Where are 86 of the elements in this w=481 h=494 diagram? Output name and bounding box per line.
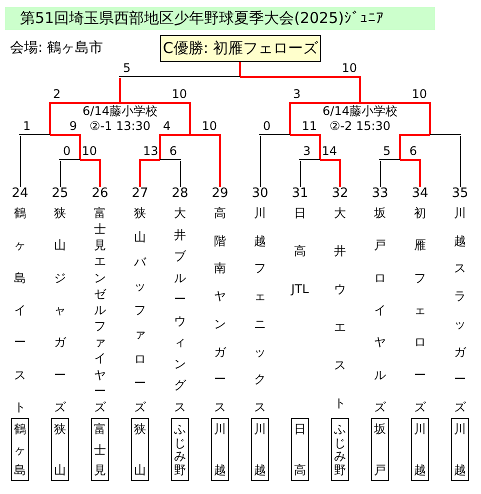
bracket-line xyxy=(380,160,381,188)
bracket-line xyxy=(180,160,181,188)
bracket-line xyxy=(359,78,361,102)
match-number-time: ②-1 13:30 xyxy=(89,120,151,133)
city-box: ふじみ野 xyxy=(331,418,349,481)
match-date-venue: 6/14藤小学校 xyxy=(322,105,398,118)
title-banner: 第51回埼玉県西部地区少年野球夏季大会(2025)ｼﾞｭﾆｱ xyxy=(5,7,435,30)
venue-label: 会場: 鶴ヶ島市 xyxy=(10,40,104,56)
team-number: 32 xyxy=(330,187,350,201)
bracket-line xyxy=(219,136,221,187)
team-number: 26 xyxy=(90,187,110,201)
bracket-line xyxy=(79,136,81,159)
city-box: 坂戸 xyxy=(371,418,389,481)
score-label: 10 xyxy=(342,62,357,74)
bracket-line xyxy=(189,104,191,134)
bracket-line xyxy=(300,160,301,188)
bracket-line xyxy=(49,104,51,134)
city-box: 狭山 xyxy=(51,418,69,481)
team-name: 大井ウエスト xyxy=(333,207,347,409)
city-box: ふじみ野 xyxy=(171,418,189,481)
team-number: 30 xyxy=(250,187,270,201)
score-label: 10 xyxy=(82,145,97,157)
city-box: 川越 xyxy=(251,418,269,481)
score-label: 6 xyxy=(409,145,417,157)
score-label: 10 xyxy=(172,88,187,100)
score-label: 5 xyxy=(383,145,391,157)
match-number-time: ②-2 15:30 xyxy=(329,120,391,133)
team-number: 25 xyxy=(50,187,70,201)
bracket-line xyxy=(20,136,21,188)
city-box: 川越 xyxy=(411,418,429,481)
city-box: 狭山 xyxy=(131,418,149,481)
bracket-line xyxy=(99,161,101,187)
team-name: 初雁フェローズ xyxy=(413,207,427,413)
bracket-line xyxy=(260,136,261,188)
city-box: 鶴ヶ島 xyxy=(11,418,29,481)
team-name: 高階南ヤンガース xyxy=(213,207,228,413)
bracket-line xyxy=(460,136,461,188)
team-name: 狭山バッファローズ xyxy=(133,207,148,413)
team-name: 狭山ジャガーズ xyxy=(53,207,68,413)
bracket-line xyxy=(159,136,161,159)
team-number: 34 xyxy=(410,187,430,201)
score-label: 10 xyxy=(412,88,427,100)
score-label: 13 xyxy=(143,145,158,157)
score-label: 2 xyxy=(53,88,61,100)
team-number: 29 xyxy=(210,187,230,201)
score-label: 0 xyxy=(63,145,71,157)
bracket-line xyxy=(119,78,121,102)
bracket-line xyxy=(319,136,321,159)
team-name: 鶴ヶ島イースト xyxy=(13,207,27,413)
champion-box: C優勝: 初雁フェローズ xyxy=(160,35,321,62)
team-name: 川越フェニックス xyxy=(253,207,267,413)
team-name: 大井ブルーウィングス xyxy=(173,207,188,413)
bracket-line xyxy=(339,161,341,187)
score-label: 6 xyxy=(169,145,177,157)
score-label: 5 xyxy=(123,62,131,74)
team-name: 川越スラッガーズ xyxy=(453,207,468,413)
bracket-line xyxy=(419,161,421,187)
team-name: 坂戸ロイヤルズ xyxy=(373,207,387,413)
score-label: 1 xyxy=(23,120,31,132)
score-label: 4 xyxy=(163,120,171,132)
score-label: 14 xyxy=(322,145,337,157)
score-label: 11 xyxy=(302,120,317,132)
bracket-line xyxy=(60,160,61,188)
team-number: 27 xyxy=(130,187,150,201)
bracket-line xyxy=(429,104,431,134)
city-box: 富士見 xyxy=(91,418,109,481)
score-label: 3 xyxy=(303,145,311,157)
score-label: 3 xyxy=(293,88,301,100)
team-number: 24 xyxy=(10,187,30,201)
team-number: 28 xyxy=(170,187,190,201)
score-label: 0 xyxy=(263,120,271,132)
bracket-line xyxy=(239,62,241,76)
team-name: 日高JTL xyxy=(290,207,310,295)
team-number: 31 xyxy=(290,187,310,201)
bracket-line xyxy=(399,136,401,159)
score-label: 9 xyxy=(69,120,77,132)
bracket-line xyxy=(139,161,141,187)
team-name: 富士見エンゼルファイヤーズ xyxy=(93,207,108,413)
city-box: 川越 xyxy=(451,418,469,481)
score-label: 10 xyxy=(202,120,217,132)
city-box: 川越 xyxy=(211,418,229,481)
bracket-line xyxy=(289,104,291,134)
team-number: 33 xyxy=(370,187,390,201)
team-number: 35 xyxy=(450,187,470,201)
city-box: 日高 xyxy=(291,418,309,481)
match-date-venue: 6/14藤小学校 xyxy=(82,105,158,118)
